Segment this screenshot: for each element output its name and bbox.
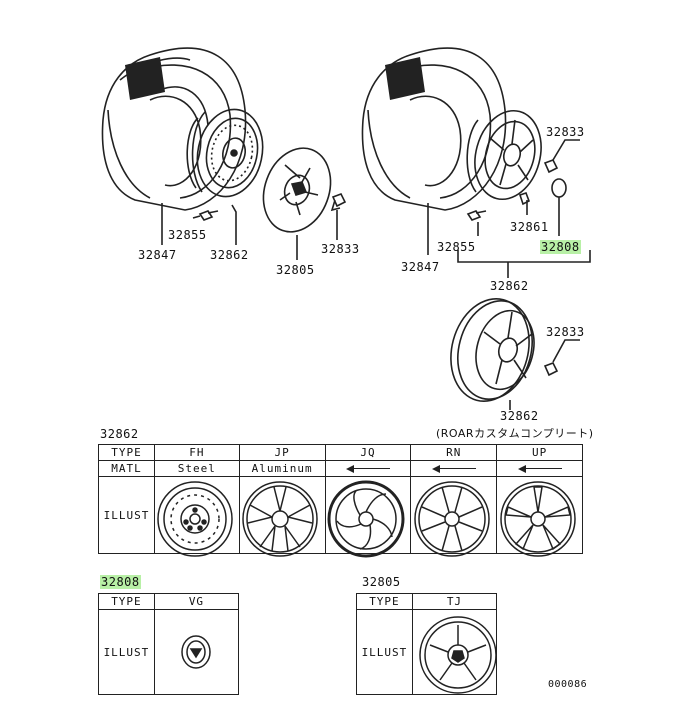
callout-right-tire: 32847 [401,260,440,274]
right-ornament-drawing [551,178,567,198]
table1-illust-jq [324,476,412,554]
table1-type-rn: RN [410,444,498,461]
right-nut-drawing [543,158,559,174]
table2-type-header: TYPE [98,593,155,610]
diagram-code: 000086 [548,679,588,690]
table3-type-header: TYPE [356,593,413,610]
table1-matl-aluminum: Aluminum [238,460,326,477]
table1-part-number: 32862 [100,427,139,441]
table2-illust-vg [153,609,240,695]
table1-illust-rn [410,476,498,554]
callout-lower-nut: 32833 [546,325,585,339]
callout-left-nut: 32833 [321,242,360,256]
table1-matl-header: MATL [98,460,155,477]
table2-type-vg: VG [153,593,240,610]
left-arrow-icon [517,465,562,473]
table3-illust-header: ILLUST [356,609,413,695]
table1-type-fh: FH [153,444,240,461]
right-cap-nut-drawing [518,191,531,206]
table1-note: (ROARカスタムコンプリート) [436,427,594,440]
callout-lower-wheel: 32862 [500,409,539,423]
callout-left-wheel: 32862 [210,248,249,262]
left-tire-drawing [101,47,247,211]
table1-type-jq: JQ [324,444,412,461]
table3-part-number: 32805 [362,575,401,589]
right-valve-drawing [466,210,487,221]
callout-right-wheel: 32862 [490,279,529,293]
lower-alloy-wheel-drawing [450,298,535,402]
left-arrow-icon [431,465,476,473]
right-tire-drawing [361,47,507,211]
callout-right-valve: 32855 [437,240,476,254]
table1-illust-up [496,476,583,554]
table1-matl-same-rn [410,460,498,477]
table1-matl-same-jq [324,460,412,477]
callout-left-tire: 32847 [138,248,177,262]
table2-part-number: 32808 [100,575,141,589]
table2-illust-header: ILLUST [98,609,155,695]
callout-left-valve: 32855 [168,228,207,242]
table1-type-jp: JP [238,444,326,461]
table3-cover-types: TYPE TJ ILLUST [356,593,498,695]
table1-type-up: UP [496,444,583,461]
table2-ornament-types: TYPE VG ILLUST [98,593,240,695]
lower-nut-drawing [543,361,559,377]
table1-illust-jp [238,476,326,554]
callout-right-ornament: 32808 [540,240,581,254]
table1-illust-fh [153,476,240,554]
right-alloy-wheel-drawing [466,109,542,201]
left-valve-drawing [198,210,219,221]
left-nut-drawing [330,192,347,212]
left-wheel-cover-drawing [262,147,332,233]
callout-right-nut: 32833 [546,125,585,139]
table1-matl-same-up [496,460,583,477]
table1-wheel-types: TYPE FH JP JQ RN UP MATL Steel Aluminum … [98,444,583,554]
table1-matl-steel: Steel [153,460,240,477]
callout-right-cap-nut: 32861 [510,220,549,234]
table1-illust-header: ILLUST [98,476,155,554]
left-steel-wheel-drawing [186,108,264,198]
left-arrow-icon [345,465,390,473]
table1-type-header: TYPE [98,444,155,461]
callout-left-cap: 32805 [276,263,315,277]
table3-illust-tj [411,609,498,695]
table3-type-tj: TJ [411,593,498,610]
